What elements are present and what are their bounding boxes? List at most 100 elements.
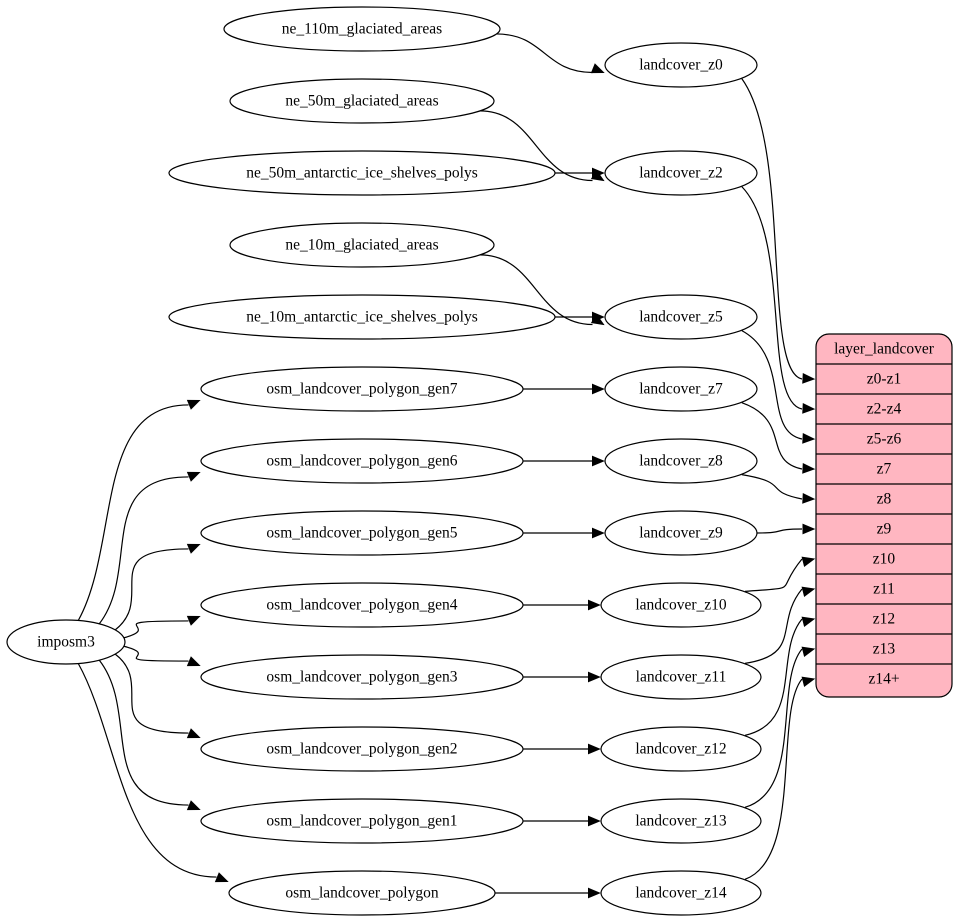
edge-arrowhead — [588, 743, 601, 755]
node-landcover_z13[interactable]: landcover_z13 — [600, 798, 762, 844]
node-ellipse-shape — [229, 222, 495, 268]
edge-arrowhead — [802, 433, 816, 444]
record-row[interactable] — [816, 634, 952, 664]
edge-arrowhead — [801, 586, 816, 597]
edge-landcover_z9-to-record-row-5 — [756, 528, 803, 534]
record-row[interactable] — [816, 514, 952, 544]
node-ne_10m_antarctic_ice_shelves_polys[interactable]: ne_10m_antarctic_ice_shelves_polys — [168, 294, 556, 340]
node-osm_landcover_polygon_gen2[interactable]: osm_landcover_polygon_gen2 — [200, 726, 524, 772]
record-row[interactable] — [816, 664, 952, 694]
node-osm_landcover_polygon_gen5[interactable]: osm_landcover_polygon_gen5 — [200, 510, 524, 556]
node-ellipse-shape — [600, 798, 762, 844]
node-ellipse-shape — [168, 150, 556, 196]
node-ellipse-shape — [229, 78, 495, 124]
node-osm_landcover_polygon_gen4[interactable]: osm_landcover_polygon_gen4 — [200, 582, 524, 628]
node-ellipse-shape — [600, 582, 762, 628]
record-row[interactable] — [816, 364, 952, 394]
edge-landcover_z5-to-record-row-2 — [741, 330, 803, 440]
node-ellipse-shape — [600, 870, 762, 916]
node-ellipse-shape — [228, 870, 496, 916]
node-landcover_z12[interactable]: landcover_z12 — [600, 726, 762, 772]
edge-ne_110m_glaciated_areas-to-landcover_z0 — [496, 33, 593, 74]
node-osm_landcover_polygon[interactable]: osm_landcover_polygon — [228, 870, 496, 916]
edge-landcover_z13-to-record-row-9 — [744, 648, 803, 808]
edge-arrowhead — [186, 399, 201, 410]
node-ellipse-shape — [6, 619, 126, 665]
edge-landcover_z7-to-record-row-3 — [741, 402, 803, 470]
edge-imposm3-to-osm_landcover_polygon_gen7 — [77, 404, 189, 621]
node-landcover_z10[interactable]: landcover_z10 — [600, 582, 762, 628]
node-ne_50m_antarctic_ice_shelves_polys[interactable]: ne_50m_antarctic_ice_shelves_polys — [168, 150, 556, 196]
node-imposm3[interactable]: imposm3 — [6, 619, 126, 665]
node-landcover_z5[interactable]: landcover_z5 — [604, 294, 758, 340]
record-body — [815, 333, 953, 698]
node-ellipse-shape — [604, 438, 758, 484]
record-row[interactable] — [816, 544, 952, 574]
edge-arrowhead — [802, 463, 816, 474]
edge-imposm3-to-osm_landcover_polygon_gen6 — [98, 476, 189, 625]
edge-arrowhead — [802, 403, 816, 414]
edge-arrowhead — [588, 815, 601, 827]
record-layer-landcover[interactable]: layer_landcoverz0-z1z2-z4z5-z6z7z8z9z10z… — [815, 333, 953, 698]
node-ellipse-shape — [200, 726, 524, 772]
node-landcover_z9[interactable]: landcover_z9 — [604, 510, 758, 556]
record-row[interactable] — [816, 604, 952, 634]
record-row[interactable] — [816, 574, 952, 604]
record-row[interactable] — [816, 394, 952, 424]
node-ellipse-shape — [604, 510, 758, 556]
node-landcover_z11[interactable]: landcover_z11 — [600, 654, 762, 700]
node-landcover_z2[interactable]: landcover_z2 — [604, 150, 758, 196]
edge-arrowhead — [214, 872, 229, 883]
edge-imposm3-to-osm_landcover_polygon_gen3 — [123, 645, 189, 662]
edge-arrowhead — [186, 728, 201, 739]
node-ellipse-shape — [604, 150, 758, 196]
edge-landcover_z2-to-record-row-1 — [741, 186, 803, 410]
node-ne_10m_glaciated_areas[interactable]: ne_10m_glaciated_areas — [229, 222, 495, 268]
node-ellipse-shape — [604, 42, 758, 88]
record-row[interactable] — [816, 454, 952, 484]
edge-landcover_z12-to-record-row-8 — [744, 618, 803, 736]
record-node-layer-landcover[interactable]: layer_landcoverz0-z1z2-z4z5-z6z7z8z9z10z… — [815, 333, 953, 698]
node-osm_landcover_polygon_gen6[interactable]: osm_landcover_polygon_gen6 — [200, 438, 524, 484]
edge-imposm3-to-osm_landcover_polygon_gen1 — [98, 659, 189, 806]
edge-arrowhead — [802, 373, 816, 384]
node-ne_50m_glaciated_areas[interactable]: ne_50m_glaciated_areas — [229, 78, 495, 124]
edge-arrowhead — [186, 543, 201, 554]
node-landcover_z0[interactable]: landcover_z0 — [604, 42, 758, 88]
edge-landcover_z14-to-record-row-10 — [744, 678, 803, 880]
edge-landcover_z8-to-record-row-4 — [741, 474, 803, 500]
record-row[interactable] — [816, 424, 952, 454]
edge-arrowhead — [592, 527, 605, 539]
node-ellipse-shape — [600, 726, 762, 772]
edge-ne_50m_glaciated_areas-to-landcover_z2 — [479, 110, 593, 182]
node-ellipse-shape — [200, 582, 524, 628]
node-landcover_z14[interactable]: landcover_z14 — [600, 870, 762, 916]
node-ellipse-shape — [200, 798, 524, 844]
edge-arrowhead — [592, 383, 605, 395]
edge-arrowhead — [801, 646, 816, 657]
node-osm_landcover_polygon_gen1[interactable]: osm_landcover_polygon_gen1 — [200, 798, 524, 844]
edge-arrowhead — [186, 615, 201, 626]
node-osm_landcover_polygon_gen7[interactable]: osm_landcover_polygon_gen7 — [200, 366, 524, 412]
edge-landcover_z11-to-record-row-7 — [744, 588, 803, 664]
node-ne_110m_glaciated_areas[interactable]: ne_110m_glaciated_areas — [223, 6, 501, 52]
node-landcover_z7[interactable]: landcover_z7 — [604, 366, 758, 412]
edge-arrowhead — [801, 676, 816, 687]
arrowhead-layer — [186, 63, 816, 899]
edge-arrowhead — [590, 63, 605, 74]
node-landcover_z8[interactable]: landcover_z8 — [604, 438, 758, 484]
node-ellipse-shape — [200, 654, 524, 700]
edge-arrowhead — [588, 887, 601, 899]
edge-arrowhead — [186, 656, 201, 667]
edge-imposm3-to-osm_landcover_polygon_gen2 — [114, 653, 189, 734]
node-osm_landcover_polygon_gen3[interactable]: osm_landcover_polygon_gen3 — [200, 654, 524, 700]
record-row[interactable] — [816, 484, 952, 514]
edge-imposm3-to-osm_landcover_polygon_gen5 — [114, 548, 189, 631]
edge-imposm3-to-osm_landcover_polygon — [77, 663, 217, 878]
node-ellipse-shape — [168, 294, 556, 340]
edge-arrowhead — [186, 471, 201, 482]
edge-arrowhead — [588, 599, 601, 611]
node-ellipse-shape — [200, 366, 524, 412]
